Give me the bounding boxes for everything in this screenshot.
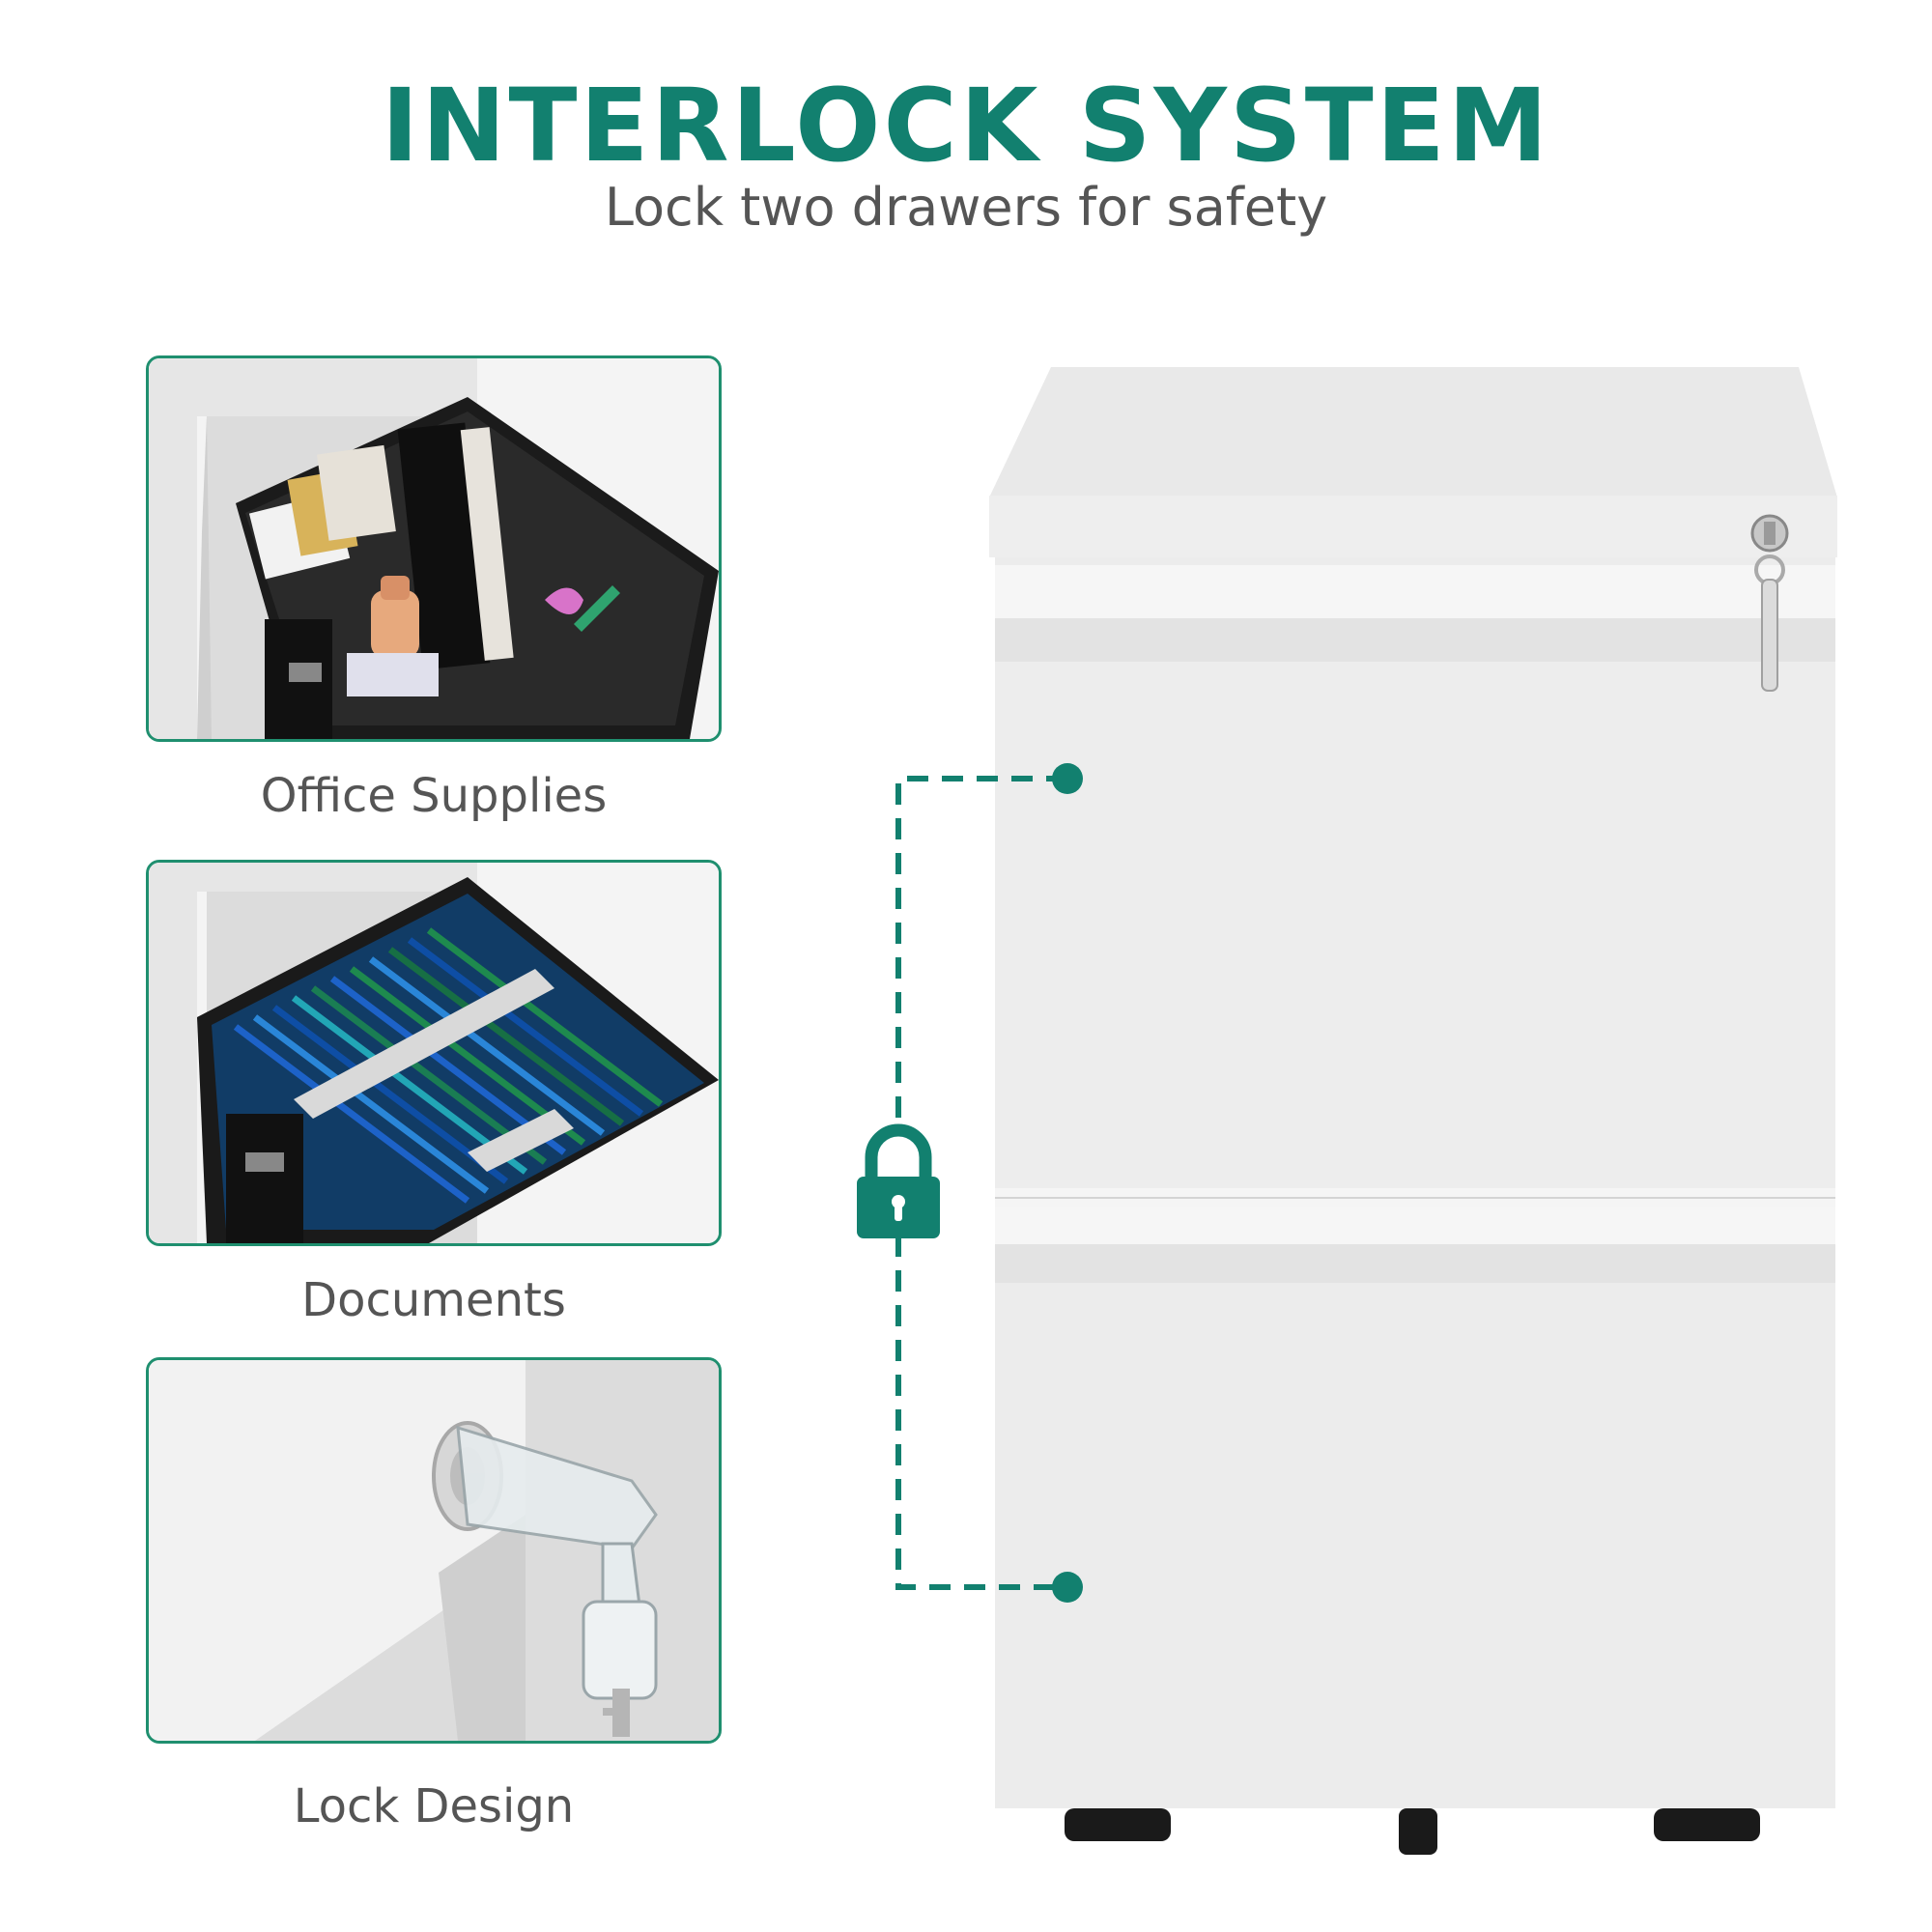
feature-card-office-supplies (146, 355, 722, 742)
caption-documents: Documents (301, 1273, 566, 1327)
cabinet-interlock-illustration (857, 367, 1837, 1855)
lower-lock-point (1052, 1572, 1083, 1603)
caption-office-supplies: Office Supplies (260, 769, 608, 823)
page-title: INTERLOCK SYSTEM (381, 67, 1551, 185)
open-drawer-supplies-photo (149, 358, 719, 739)
caster-right (1654, 1808, 1760, 1841)
lower-drawer (995, 1283, 1835, 1808)
caster-left (1065, 1808, 1171, 1841)
upper-drawer (995, 662, 1835, 1188)
feature-card-documents (146, 860, 722, 1246)
feature-card-lock-design (146, 1357, 722, 1744)
upper-lock-point (1052, 763, 1083, 794)
open-drawer-files-photo (149, 863, 719, 1243)
lock-and-key-photo (149, 1360, 719, 1741)
page-subtitle: Lock two drawers for safety (604, 177, 1328, 238)
cabinet-top (989, 367, 1837, 497)
caption-lock-design: Lock Design (293, 1779, 575, 1833)
caster-center (1399, 1808, 1437, 1855)
padlock-icon (857, 1123, 940, 1238)
